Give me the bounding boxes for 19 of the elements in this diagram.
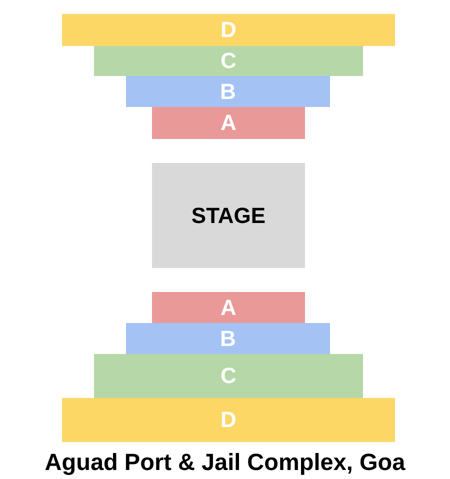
seating-section xyxy=(62,398,395,442)
stage-label: STAGE xyxy=(191,204,266,226)
seating-section xyxy=(62,14,395,46)
section-label: D xyxy=(220,19,236,41)
seating-section xyxy=(126,76,330,107)
section-label: D xyxy=(220,409,236,431)
venue-title: Aguad Port & Jail Complex, Goa xyxy=(44,451,406,474)
section-label: A xyxy=(220,112,236,134)
seating-section xyxy=(126,323,330,354)
section-label: C xyxy=(220,365,236,387)
stage-area xyxy=(152,163,305,268)
seating-section xyxy=(152,107,305,139)
seating-section xyxy=(94,46,363,76)
section-label: A xyxy=(220,296,236,318)
seating-section xyxy=(94,354,363,398)
section-label: C xyxy=(220,50,236,72)
section-label: B xyxy=(220,80,236,102)
seating-section xyxy=(152,292,305,323)
section-label: B xyxy=(220,328,236,350)
